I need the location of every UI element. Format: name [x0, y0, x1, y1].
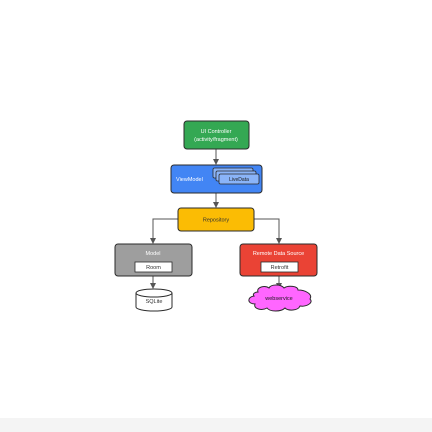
bottom-band	[0, 418, 432, 432]
livedata-label: LiveData	[229, 177, 249, 183]
room-label: Room	[146, 265, 161, 271]
sqlite-cylinder-body	[135, 293, 173, 312]
model-box	[114, 243, 193, 277]
sqlite-database-icon: SQLite	[135, 288, 173, 312]
webservice-cloud-icon: webservice	[248, 284, 312, 312]
remote-data-source-node: Remote Data Source Retrofit	[239, 243, 318, 277]
model-title: Model	[146, 251, 161, 257]
arrow-repository-to-remote	[254, 218, 282, 244]
repository-box	[177, 207, 255, 232]
ui-controller-node: UI Controller (activity/fragment)	[183, 120, 250, 150]
viewmodel-node: ViewModel LiveData	[170, 164, 263, 194]
arrow-repository-to-model	[150, 218, 178, 244]
webservice-label: webservice	[264, 296, 293, 302]
sqlite-cylinder-top	[135, 288, 173, 298]
ui-controller-subtitle: (activity/fragment)	[194, 137, 238, 143]
connectors	[150, 149, 282, 289]
repository-node: Repository	[177, 207, 255, 232]
model-node: Model Room	[114, 243, 193, 277]
retrofit-label: Retrofit	[271, 265, 289, 271]
sqlite-label: SQLite	[146, 299, 163, 305]
ui-controller-title: UI Controller	[201, 129, 232, 135]
remote-data-source-title: Remote Data Source	[253, 251, 304, 257]
livedata-box	[218, 173, 260, 185]
ui-controller-box	[183, 120, 250, 150]
retrofit-box	[260, 261, 299, 273]
viewmodel-label: ViewModel	[176, 177, 203, 183]
webservice-cloud-shape	[248, 284, 312, 312]
room-box	[134, 261, 173, 273]
repository-label: Repository	[203, 218, 230, 224]
